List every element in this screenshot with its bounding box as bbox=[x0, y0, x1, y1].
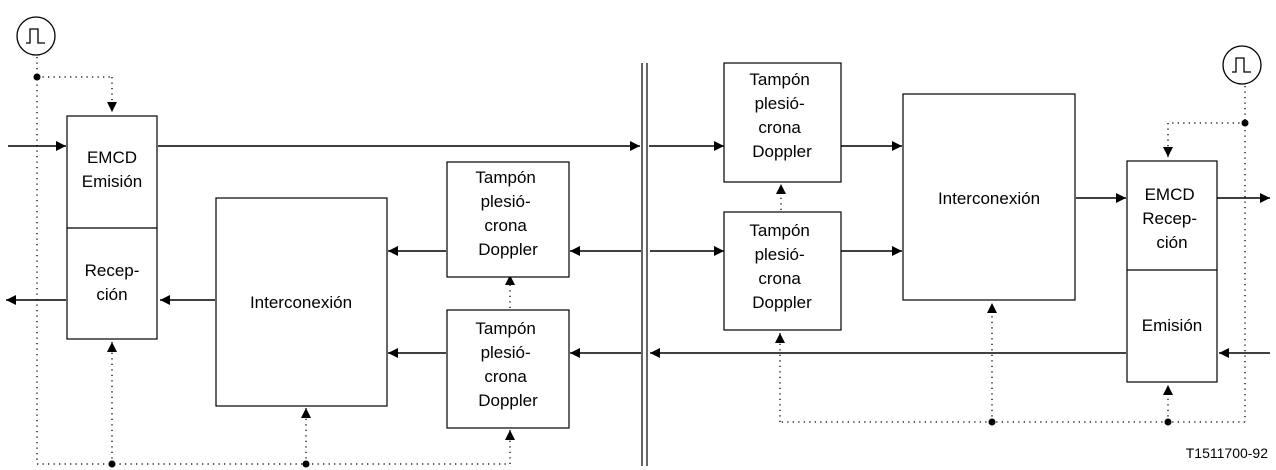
svg-text:Tampón plesió- cro: Tampón plesió- crona Doppler bbox=[475, 319, 540, 410]
interconexion-left-label: Interconexión bbox=[250, 293, 352, 312]
block-tampon-right-upper: Tampón plesió- crona Doppler bbox=[723, 62, 842, 183]
tampon-right-upper-line-1: Tampón bbox=[749, 70, 809, 89]
block-tampon-left-upper: Tampón plesió- crona Doppler bbox=[446, 161, 570, 278]
signal-paths bbox=[6, 141, 1270, 358]
tampon-right-upper-line-2: plesió- bbox=[755, 94, 805, 113]
block-emcd-left: EMCD Emisión Recep-ción bbox=[66, 115, 158, 340]
svg-text:Tampón plesió- cro: Tampón plesió- crona Doppler bbox=[475, 168, 540, 259]
clock-left bbox=[16, 16, 56, 56]
tampon-right-upper-line-3: crona bbox=[758, 118, 801, 137]
emision-right-label: Emisión bbox=[1142, 316, 1202, 335]
square-wave-clock-icon bbox=[1232, 57, 1251, 73]
tampon-left-upper-line-4: Doppler bbox=[478, 240, 538, 259]
clock-right bbox=[1222, 45, 1262, 85]
block-emcd-right: EMCD Recep- ción Emisión bbox=[1126, 160, 1218, 383]
block-tampon-right-lower: Tampón plesió- crona Doppler bbox=[723, 211, 842, 331]
recepcion-left-line-2: ción bbox=[96, 285, 127, 304]
emcd-left-line-2: Emisión bbox=[82, 172, 142, 191]
tampon-left-lower-line-1: Tampón bbox=[475, 319, 535, 338]
tampon-left-lower-line-4: Doppler bbox=[478, 391, 538, 410]
svg-text:Tampón plesió- cro: Tampón plesió- crona Doppler bbox=[749, 70, 814, 161]
square-wave-clock-icon bbox=[26, 28, 45, 44]
svg-text:Recep-ción: Recep-ción bbox=[85, 261, 140, 304]
emcd-right-line-3: ción bbox=[1156, 233, 1187, 252]
recepcion-left-line-1: Recep- bbox=[85, 261, 140, 280]
emcd-right-line-2: Recep- bbox=[1142, 209, 1197, 228]
tampon-left-lower-line-3: crona bbox=[484, 367, 527, 386]
tampon-right-lower-line-2: plesió- bbox=[755, 245, 805, 264]
tampon-right-upper-line-4: Doppler bbox=[752, 142, 812, 161]
block-tampon-left-lower: Tampón plesió- crona Doppler bbox=[446, 309, 570, 429]
block-interconexion-right: Interconexión bbox=[902, 93, 1076, 301]
emcd-left-line-1: EMCD bbox=[87, 148, 137, 167]
tampon-left-upper-line-2: plesió- bbox=[481, 192, 531, 211]
tampon-right-lower-line-4: Doppler bbox=[752, 293, 812, 312]
emcd-right-line-1: EMCD bbox=[1145, 185, 1195, 204]
svg-text:Tampón plesió- cro: Tampón plesió- crona Doppler bbox=[749, 221, 814, 312]
tampon-left-upper-line-3: crona bbox=[484, 216, 527, 235]
link-divider bbox=[641, 63, 648, 466]
tampon-right-lower-line-3: crona bbox=[758, 269, 801, 288]
tampon-left-upper-line-1: Tampón bbox=[475, 168, 535, 187]
clock-distribution-left bbox=[33, 57, 515, 468]
tampon-right-lower-line-1: Tampón bbox=[749, 221, 809, 240]
svg-text:EMCD Recep- ción: EMCD Recep- ción bbox=[1142, 185, 1202, 252]
block-interconexion-left: Interconexión bbox=[215, 197, 388, 407]
tampon-left-lower-line-2: plesió- bbox=[481, 343, 531, 362]
interconexion-right-label: Interconexión bbox=[938, 189, 1040, 208]
figure-reference: T1511700-92 bbox=[1186, 445, 1268, 461]
clock-distribution-right bbox=[775, 86, 1249, 426]
